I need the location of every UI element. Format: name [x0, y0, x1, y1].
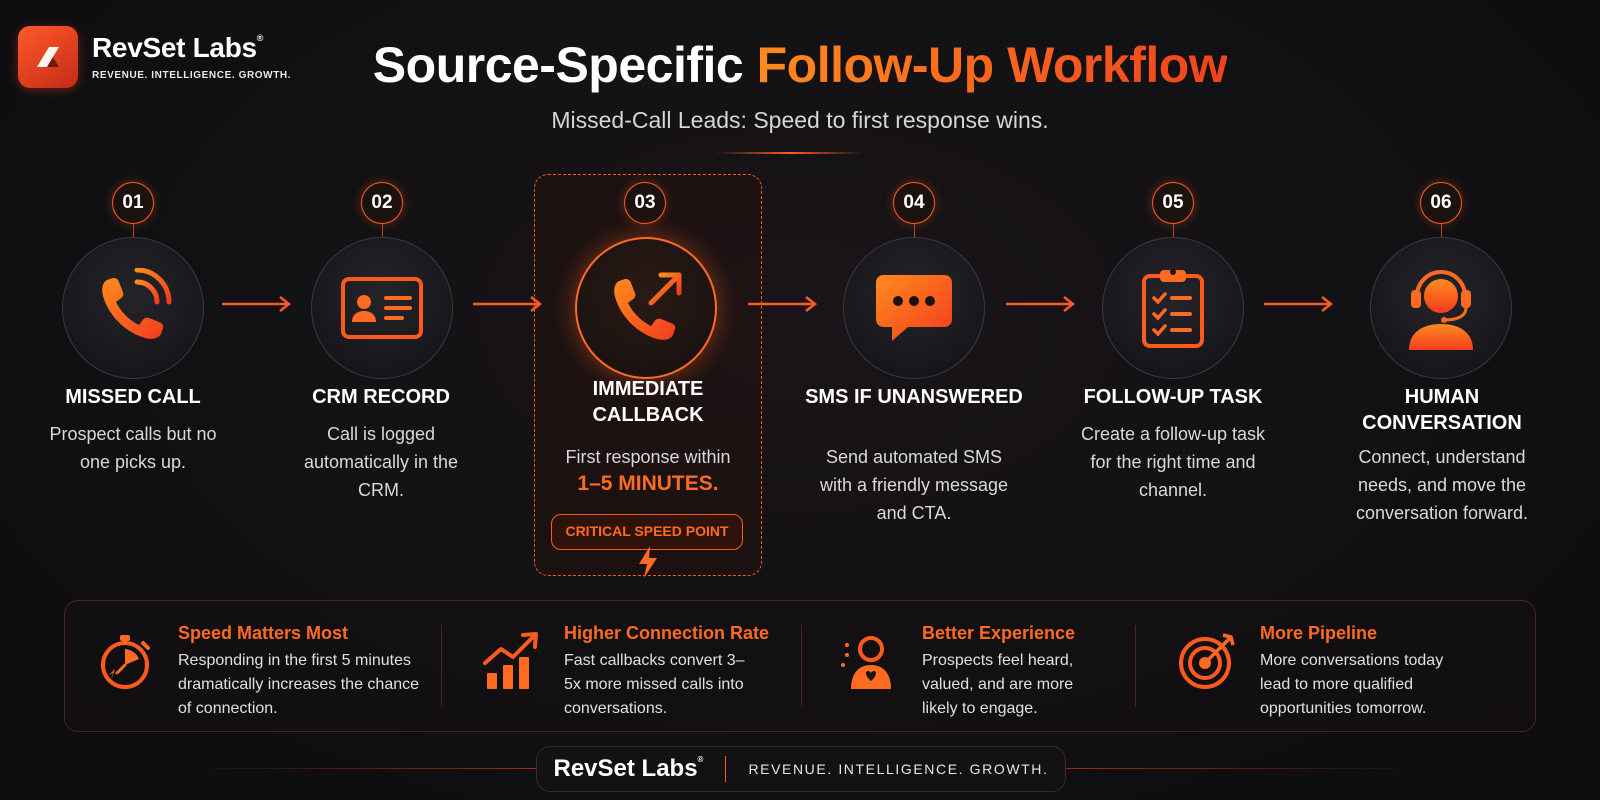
critical-badge: CRITICAL SPEED POINT [551, 514, 743, 550]
footer-brand: RevSet Labs® REVENUE. INTELLIGENCE. GROW… [536, 746, 1066, 792]
arrow-right-icon [222, 296, 292, 312]
id-card-icon [341, 277, 423, 339]
step-icon-circle [1370, 237, 1512, 379]
step-label: SMS IF UNANSWERED [805, 386, 1023, 408]
benefit-title: Speed Matters Most [178, 623, 349, 643]
step-description: First response within [565, 447, 731, 467]
step-description: Create a follow-up task for the right ti… [1080, 424, 1266, 500]
step-number: 05 [1152, 182, 1194, 224]
step-description: Call is logged automatically in the CRM. [303, 424, 459, 500]
arrow-right-icon [748, 296, 818, 312]
benefit-divider [441, 625, 442, 707]
logo-mark-icon [18, 26, 78, 88]
step-icon-circle [843, 237, 985, 379]
title-plain: Source-Specific [372, 37, 744, 93]
footer-line-left [180, 768, 536, 769]
clipboard-checklist-icon [1142, 269, 1204, 348]
arrow-right-icon [1006, 296, 1076, 312]
headset-agent-icon [1409, 270, 1473, 350]
connector-line [382, 224, 383, 238]
phone-ringing-icon [102, 268, 172, 339]
page-subtitle: Missed-Call Leads: Speed to first respon… [551, 107, 1049, 133]
step-number: 01 [112, 182, 154, 224]
footer-brand-name: RevSet Labs [553, 755, 698, 782]
benefit-title: Higher Connection Rate [564, 623, 770, 643]
brand-tagline: REVENUE. INTELLIGENCE. GROWTH. [92, 69, 292, 81]
step-icon-circle [311, 237, 453, 379]
step-label: FOLLOW-UP TASK [1083, 386, 1263, 408]
footer-separator [725, 756, 727, 782]
target-icon [1179, 633, 1235, 689]
step-label: HUMAN CONVERSATION [1362, 386, 1522, 434]
step-number: 04 [893, 182, 935, 224]
step-label: IMMEDIATE CALLBACK [592, 378, 704, 426]
growth-chart-icon [483, 632, 538, 689]
brand-logo: RevSet Labs® REVENUE. INTELLIGENCE. GROW… [18, 26, 291, 88]
step-description: Send automated SMS with a friendly messa… [819, 447, 1009, 523]
lightning-icon [639, 546, 657, 578]
chat-bubble-icon [876, 275, 952, 341]
step-description: Prospect calls but no one picks up. [49, 424, 217, 472]
benefit-text: Prospects feel heard, valued, and are mo… [922, 652, 1074, 717]
benefit-text: Responding in the first 5 minutes dramat… [178, 652, 420, 717]
step-icon-circle [1102, 237, 1244, 379]
step-label: CRM RECORD [312, 386, 450, 408]
benefit-text: More conversations today lead to more qu… [1260, 652, 1444, 717]
connector-line [914, 224, 915, 238]
step-description: Connect, understand needs, and move the … [1355, 447, 1529, 523]
brand-name: RevSet Labs [92, 31, 257, 63]
person-heart-icon [841, 636, 891, 689]
page-title: Source-Specific Follow-Up Workflow [0, 36, 1600, 94]
connector-line [1441, 224, 1442, 238]
connector-line [1173, 224, 1174, 238]
benefit-text: Fast callbacks convert 3–5x more missed … [564, 652, 745, 717]
stopwatch-icon [101, 635, 150, 689]
footer-tagline: REVENUE. INTELLIGENCE. GROWTH. [748, 761, 1049, 777]
step-number: 06 [1420, 182, 1462, 224]
step-icon-circle [62, 237, 204, 379]
step-number: 02 [361, 182, 403, 224]
benefits-panel: Speed Matters Most Responding in the fir… [64, 600, 1536, 732]
response-window: 1–5 MINUTES. [577, 472, 719, 495]
arrow-right-icon [473, 296, 543, 312]
connector-line [133, 224, 134, 238]
step-icon-circle [575, 237, 717, 379]
title-accent: Follow-Up Workflow [756, 37, 1228, 93]
trademark: ® [256, 32, 264, 43]
footer-line-right [1066, 768, 1426, 769]
arrow-right-icon [1264, 296, 1334, 312]
benefit-divider [1135, 625, 1136, 707]
step-number: 03 [624, 182, 666, 224]
footer-trademark: ® [697, 755, 704, 764]
benefit-divider [801, 625, 802, 707]
phone-outgoing-icon [614, 272, 682, 340]
step-label: MISSED CALL [65, 386, 201, 408]
benefit-title: More Pipeline [1260, 623, 1378, 643]
subtitle-divider [715, 152, 865, 154]
benefit-title: Better Experience [922, 623, 1076, 643]
